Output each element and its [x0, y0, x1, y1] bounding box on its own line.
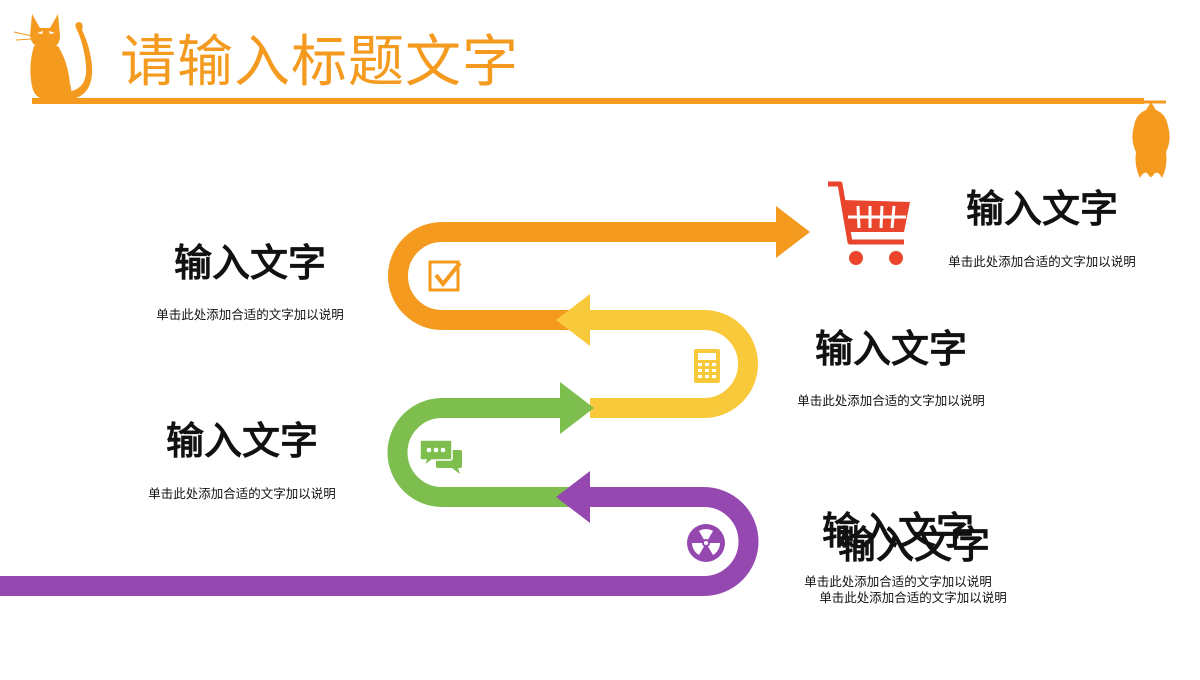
- radiation-icon: [686, 523, 726, 563]
- step-4-heading: 输入文字: [132, 418, 352, 464]
- step-6-description: 单击此处添加合适的文字加以说明: [783, 590, 1043, 606]
- step-3-heading: 输入文字: [781, 326, 1001, 372]
- step-3-description: 单击此处添加合适的文字加以说明: [761, 393, 1021, 409]
- shopping-cart-icon: [824, 180, 914, 270]
- calculator-icon: [693, 348, 721, 384]
- chat-bubbles-icon: [420, 438, 464, 474]
- step-1-description: 单击此处添加合适的文字加以说明: [912, 254, 1172, 270]
- step-6-heading: 输入文字: [804, 522, 1024, 568]
- step-2-description: 单击此处添加合适的文字加以说明: [120, 307, 380, 323]
- step-4-description: 单击此处添加合适的文字加以说明: [112, 486, 372, 502]
- step-1-heading: 输入文字: [932, 186, 1152, 232]
- step-2-heading: 输入文字: [140, 240, 360, 286]
- step-5-description: 单击此处添加合适的文字加以说明: [768, 574, 1028, 590]
- checkbox-icon: [427, 259, 463, 295]
